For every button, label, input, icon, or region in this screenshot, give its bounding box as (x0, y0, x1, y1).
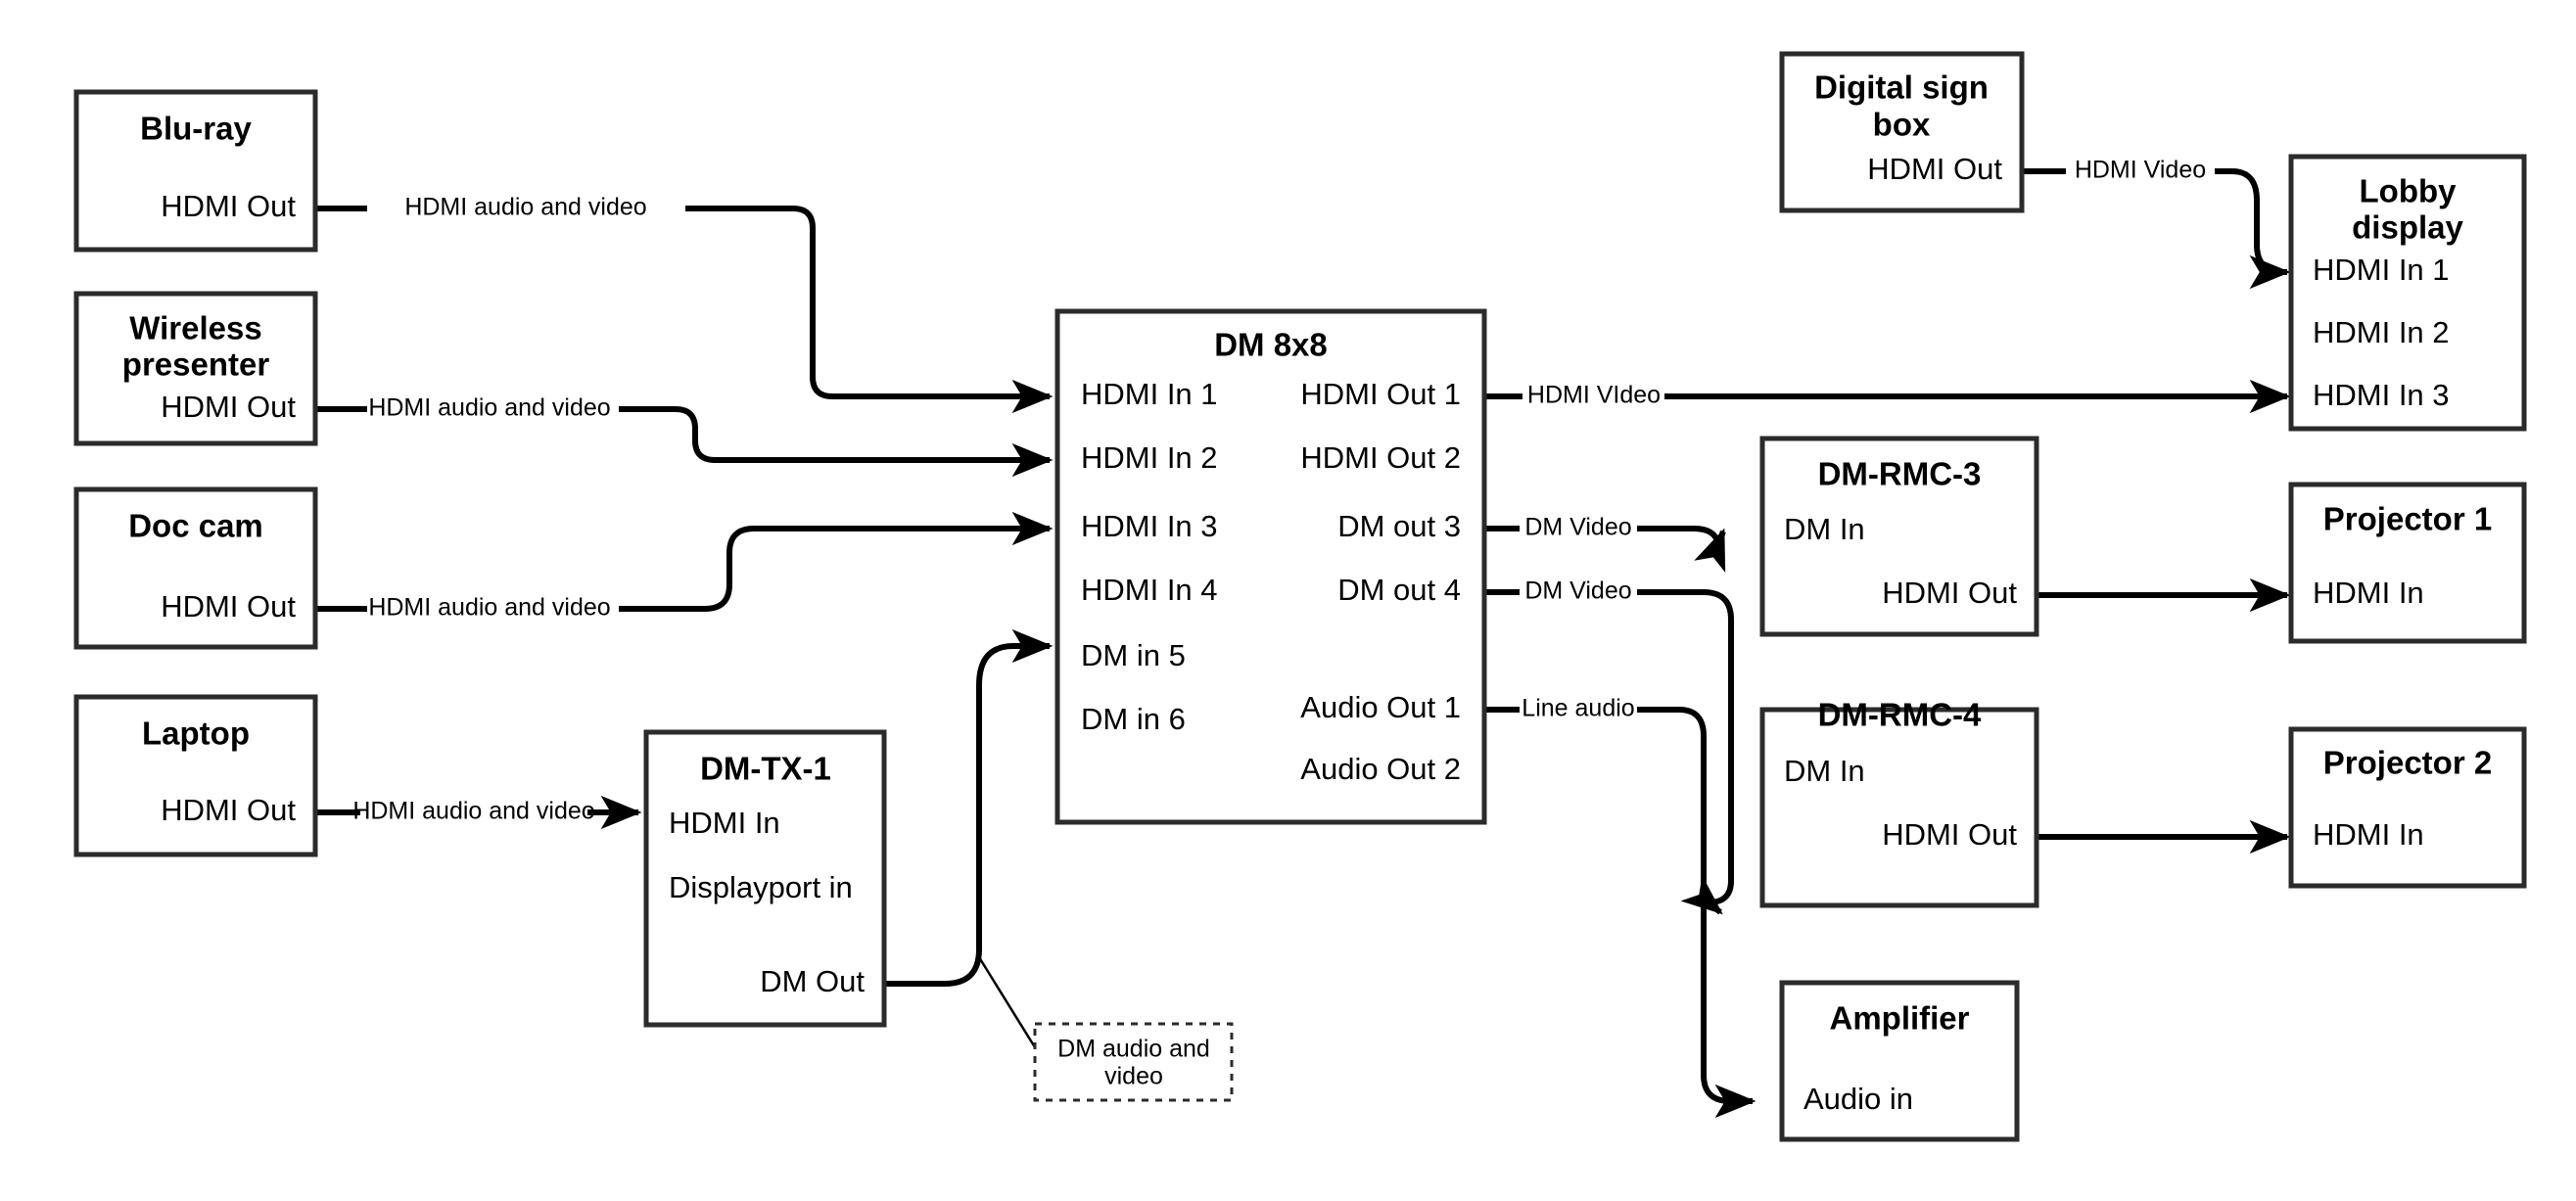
projector-2-box[interactable] (2288, 726, 2527, 889)
lobby-display-box[interactable] (2288, 154, 2527, 432)
wire-dmout3-to-rmc3 (1484, 526, 1726, 573)
dm-rmc-3-port-dm-in: DM In (1784, 512, 1865, 546)
laptop-box[interactable] (73, 694, 318, 857)
node-bluray[interactable]: Blu-ray HDMI Out (73, 89, 318, 253)
dm-8x8-input-hdmi-in-3: HDMI In 3 (1081, 509, 1218, 543)
node-laptop[interactable]: Laptop HDMI Out (73, 694, 318, 857)
dm-8x8-output-audio-out-1: Audio Out 1 (1300, 690, 1461, 724)
callout-dm-audio-video: DM audio and video (1033, 1022, 1234, 1102)
dm-rmc-4-port-dm-in: DM In (1784, 754, 1865, 788)
amplifier-title: Amplifier (1829, 1000, 1969, 1037)
bluray-box[interactable] (73, 89, 318, 253)
node-dm-rmc-3[interactable]: DM-RMC-3 DM In HDMI Out (1759, 436, 2039, 637)
projector-2-title: Projector 2 (2323, 745, 2492, 781)
dm-tx-1-port-dm-out: DM Out (760, 964, 865, 998)
edge-label-wireless: HDMI audio and video (368, 394, 610, 422)
dm-8x8-output-dm-out-4: DM out 4 (1337, 573, 1461, 607)
node-wireless-presenter[interactable]: Wireless presenter HDMI Out (73, 291, 318, 446)
wire-dmtx1-to-dm8x8 (884, 628, 1054, 987)
dm-8x8-box[interactable] (1054, 308, 1487, 825)
wire-wireless-to-dm8x8 (315, 406, 1054, 478)
amplifier-box[interactable] (1779, 980, 2020, 1142)
doc-cam-box[interactable] (73, 486, 318, 650)
node-dm-rmc-4[interactable]: DM-RMC-4 DM In HDMI Out (1759, 697, 2039, 908)
node-lobby-display[interactable]: Lobby display HDMI In 1 HDMI In 2 HDMI I… (2288, 154, 2527, 432)
edge-label-doccam: HDMI audio and video (368, 594, 610, 622)
dm-8x8-input-dm-in-5: DM in 5 (1081, 638, 1186, 672)
lobby-display-port-hdmi-in-2: HDMI In 2 (2313, 315, 2450, 349)
edge-label-bluray: HDMI audio and video (404, 194, 646, 221)
digital-sign-box-title-line2: box (1873, 107, 1931, 143)
dm-8x8-output-hdmi-out-1: HDMI Out 1 (1300, 377, 1461, 411)
leader-line-dm-audio-video (977, 956, 1037, 1048)
node-doc-cam[interactable]: Doc cam HDMI Out (73, 486, 318, 650)
dm-rmc-4-port-hdmi-out: HDMI Out (1882, 817, 2017, 852)
doc-cam-port-hdmi-out: HDMI Out (161, 589, 296, 624)
wireless-presenter-title-line1: Wireless (129, 310, 261, 346)
node-projector-1[interactable]: Projector 1 HDMI In (2288, 482, 2527, 644)
wire-signbox-to-lobby (2022, 168, 2291, 290)
wireless-presenter-title-line2: presenter (122, 346, 270, 383)
bluray-port-hdmi-out: HDMI Out (161, 189, 296, 223)
lobby-display-port-hdmi-in-3: HDMI In 3 (2313, 378, 2450, 412)
dm-8x8-input-hdmi-in-1: HDMI In 1 (1081, 377, 1218, 411)
laptop-port-hdmi-out: HDMI Out (161, 793, 296, 827)
projector-1-box[interactable] (2288, 482, 2527, 644)
dm-tx-1-port-hdmi-in: HDMI In (669, 806, 780, 840)
node-dm-tx-1[interactable]: DM-TX-1 HDMI In Displayport in DM Out (643, 729, 887, 1028)
edge-label-signbox: HDMI Video (2075, 157, 2206, 184)
dm-tx-1-box[interactable] (643, 729, 887, 1028)
dm-rmc-4-box[interactable] (1759, 707, 2039, 908)
projector-2-port-hdmi-in: HDMI In (2313, 817, 2424, 852)
dm-audio-video-callout-line1: DM audio and (1057, 1036, 1210, 1063)
dm-rmc-3-title: DM-RMC-3 (1818, 456, 1982, 492)
dm-audio-video-callout-box (1033, 1022, 1234, 1102)
dm-rmc-4-title: DM-RMC-4 (1818, 697, 1982, 733)
digital-sign-box-box[interactable] (1779, 51, 2025, 213)
edge-label-audioout1: Line audio (1522, 695, 1634, 722)
edge-label-dmout4: DM Video (1524, 577, 1631, 605)
dm-audio-video-callout-line2: video (1104, 1063, 1163, 1090)
wire-dmout4-to-rmc4 (1484, 589, 1734, 915)
dm-8x8-output-hdmi-out-2: HDMI Out 2 (1300, 440, 1461, 475)
edge-label-dmout3: DM Video (1524, 514, 1631, 541)
dm-rmc-3-port-hdmi-out: HDMI Out (1882, 576, 2017, 610)
dm-8x8-output-dm-out-3: DM out 3 (1337, 509, 1461, 543)
dm-tx-1-port-displayport-in: Displayport in (669, 870, 853, 904)
node-digital-sign-box[interactable]: Digital sign box HDMI Out (1779, 51, 2025, 213)
wireless-presenter-port-hdmi-out: HDMI Out (161, 390, 296, 424)
lobby-display-port-hdmi-in-1: HDMI In 1 (2313, 253, 2450, 287)
wire-bluray-to-dm8x8 (315, 206, 1054, 414)
dm-rmc-3-box[interactable] (1759, 436, 2039, 637)
laptop-title: Laptop (142, 716, 250, 752)
node-projector-2[interactable]: Projector 2 HDMI In (2288, 726, 2527, 889)
projector-1-port-hdmi-in: HDMI In (2313, 576, 2424, 610)
dm-8x8-input-dm-in-6: DM in 6 (1081, 702, 1186, 736)
edge-label-hdmiout1: HDMI VIdeo (1527, 382, 1661, 409)
wireless-presenter-box[interactable] (73, 291, 318, 446)
dm-8x8-input-hdmi-in-2: HDMI In 2 (1081, 440, 1218, 475)
wire-audioout1-to-amplifier (1484, 707, 1756, 1119)
projector-1-title: Projector 1 (2323, 501, 2492, 537)
dm-8x8-input-hdmi-in-4: HDMI In 4 (1081, 573, 1218, 607)
digital-sign-box-title-line1: Digital sign (1814, 69, 1989, 106)
digital-sign-box-port-hdmi-out: HDMI Out (1867, 152, 2002, 186)
dm-8x8-output-audio-out-2: Audio Out 2 (1300, 752, 1461, 786)
edge-label-laptop: HDMI audio and video (352, 798, 594, 825)
lobby-display-title-line1: Lobby (2360, 173, 2458, 209)
lobby-display-title-line2: display (2352, 209, 2463, 246)
wire-doccam-to-dm8x8 (315, 511, 1054, 612)
node-amplifier[interactable]: Amplifier Audio in (1779, 980, 2020, 1142)
node-dm-8x8[interactable]: DM 8x8 HDMI In 1 HDMI In 2 HDMI In 3 HDM… (1054, 308, 1487, 825)
doc-cam-title: Doc cam (128, 508, 263, 544)
amplifier-port-audio-in: Audio in (1803, 1082, 1913, 1116)
dm-tx-1-title: DM-TX-1 (700, 751, 831, 787)
dm-8x8-title: DM 8x8 (1214, 327, 1328, 363)
bluray-title: Blu-ray (140, 111, 252, 147)
